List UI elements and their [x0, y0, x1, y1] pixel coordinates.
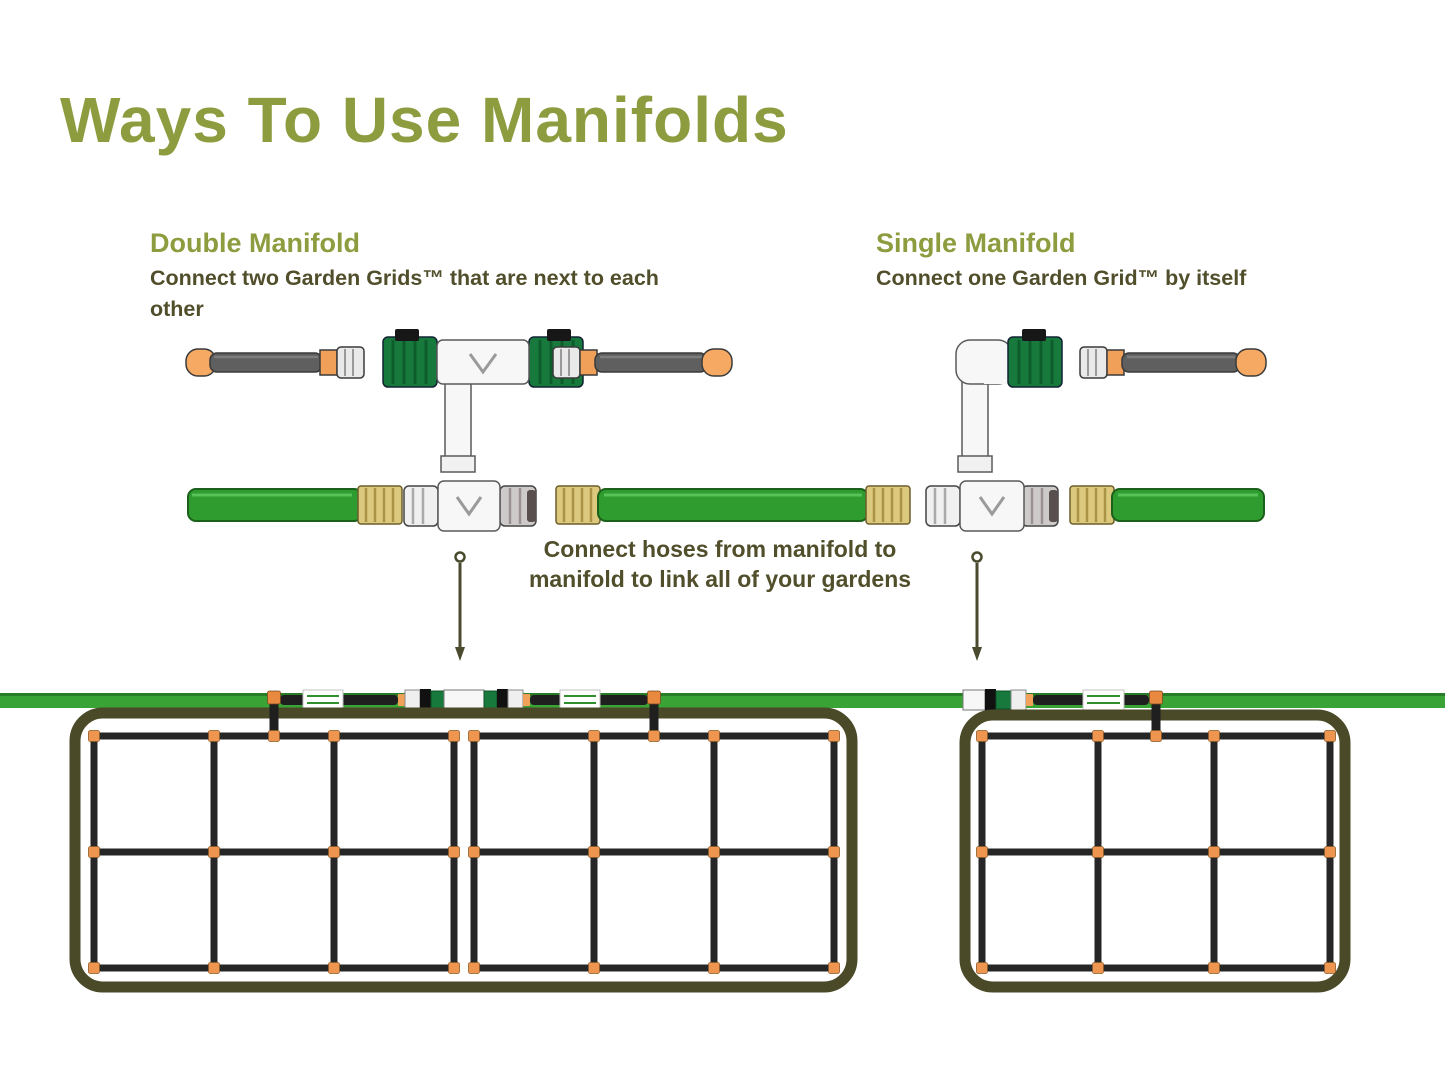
page-title: Ways To Use Manifolds: [60, 83, 789, 156]
pipe-junction-icon: [708, 962, 720, 974]
pipe-junction-icon: [1324, 846, 1336, 858]
garden-hose-left-icon: [187, 485, 403, 525]
pipe-junction-icon: [468, 962, 480, 974]
pipe-junction-icon: [88, 846, 100, 858]
down-arrow-left-icon: [454, 551, 466, 661]
pipe-junction-icon: [1092, 730, 1104, 742]
pipe-junction-icon: [708, 846, 720, 858]
hose-label: [302, 689, 344, 711]
supply-hose-band: [0, 693, 1445, 708]
feed-pipe: [649, 701, 659, 740]
double-manifold-bottom-tee-icon: [403, 455, 537, 532]
pipe-junction-icon: [976, 846, 988, 858]
hose-label: [559, 689, 601, 711]
pipe-junction-icon: [1092, 962, 1104, 974]
pipe-junction-icon: [208, 846, 220, 858]
pipe-junction-icon: [328, 730, 340, 742]
pipe-junction-icon: [588, 846, 600, 858]
pipe-junction-icon: [1324, 730, 1336, 742]
double-manifold-heading: Double Manifold: [150, 228, 360, 258]
feed-elbow-icon: [1149, 690, 1163, 705]
garden-hose-single-icon: [1069, 485, 1265, 525]
pipe-junction-icon: [1324, 962, 1336, 974]
callout-line-1: Connect hoses from manifold to: [543, 536, 897, 562]
pipe-junction-icon: [1208, 846, 1220, 858]
callout-line-2: manifold to link all of your gardens: [528, 566, 912, 593]
hose-label: [1082, 689, 1125, 711]
pipe-junction-icon: [268, 730, 280, 742]
pipe-junction-icon: [328, 846, 340, 858]
pipe-junction-icon: [328, 962, 340, 974]
single-manifold-heading: Single Manifold: [876, 228, 1076, 258]
pipe-junction-icon: [1208, 962, 1220, 974]
single-manifold-bottom-tee-icon: [925, 455, 1059, 532]
pipe-junction-icon: [648, 730, 660, 742]
connector-hose-left-icon: [185, 346, 365, 379]
feed-pipe: [1151, 701, 1161, 740]
pipe-junction-icon: [468, 730, 480, 742]
pipe-junction-icon: [588, 730, 600, 742]
feed-elbow-icon: [647, 690, 661, 705]
left-bed-feed-assembly: [280, 689, 648, 711]
left-garden-bed: [69, 707, 858, 993]
pipe-junction-icon: [976, 962, 988, 974]
feed-pipe: [269, 701, 279, 740]
connect-hoses-callout: Connect hoses from manifold to manifold …: [470, 534, 970, 595]
pipe-junction-icon: [448, 846, 460, 858]
pipe-junction-icon: [208, 730, 220, 742]
connector-hose-right-icon: [552, 346, 733, 379]
single-manifold-description: Connect one Garden Grid™ by itself: [876, 266, 1247, 290]
pipe-junction-icon: [828, 846, 840, 858]
pipe-junction-icon: [1208, 730, 1220, 742]
pipe-junction-icon: [1150, 730, 1162, 742]
pipe-junction-icon: [828, 962, 840, 974]
pipe-junction-icon: [468, 846, 480, 858]
pipe-junction-icon: [88, 962, 100, 974]
pipe-junction-icon: [976, 730, 988, 742]
pipe-junction-icon: [708, 730, 720, 742]
feed-elbow-icon: [267, 690, 281, 705]
pipe-junction-icon: [208, 962, 220, 974]
right-bed-garden-grid: [976, 690, 1336, 974]
single-manifold-elbow-icon: [955, 329, 1063, 465]
pipe-junction-icon: [828, 730, 840, 742]
pipe-junction-icon: [448, 962, 460, 974]
pipe-junction-icon: [88, 730, 100, 742]
double-manifold-description: Connect two Garden Grids™ that are next …: [150, 266, 659, 322]
connector-hose-single-icon: [1079, 346, 1267, 379]
right-bed-feed-assembly: [962, 689, 1149, 711]
left-bed-garden-grids: [88, 690, 840, 974]
single-manifold-illustration: [925, 329, 1267, 532]
garden-hose-middle-icon: [555, 485, 911, 525]
pipe-junction-icon: [448, 730, 460, 742]
pipe-junction-icon: [588, 962, 600, 974]
down-arrow-right-icon: [971, 551, 983, 661]
pipe-junction-icon: [1092, 846, 1104, 858]
double-manifold-illustration: [185, 329, 911, 532]
